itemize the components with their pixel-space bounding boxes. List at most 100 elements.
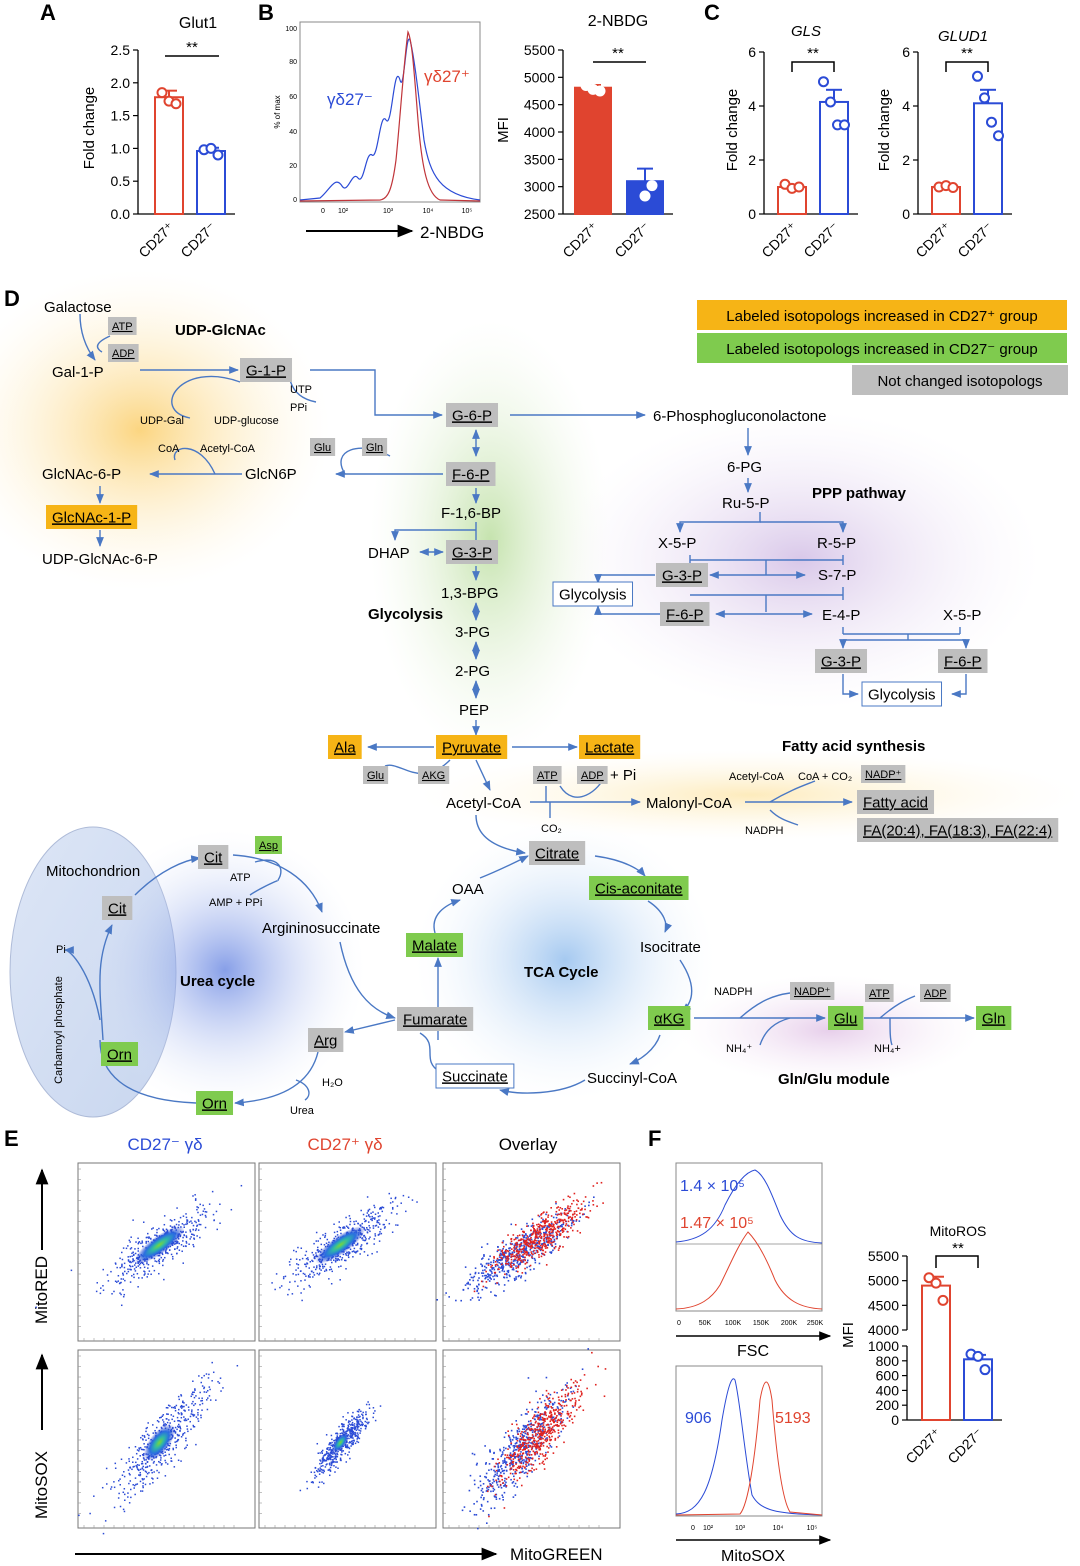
scatter-dot [211, 1361, 213, 1364]
scatter-dot [512, 1460, 515, 1463]
hist-y-tick: 80 [289, 59, 297, 66]
scatter-dot [543, 1220, 545, 1223]
scatter-dot [526, 1442, 528, 1445]
scatter-dot [519, 1471, 522, 1474]
scatter-dot [197, 1414, 199, 1416]
scatter-dot [550, 1243, 552, 1246]
scatter-dot [512, 1262, 515, 1265]
scatter-dot [367, 1221, 370, 1223]
scatter-dot [194, 1194, 196, 1196]
scatter-dot [540, 1232, 542, 1235]
scatter-dot [308, 1284, 310, 1287]
scatter-dot [201, 1376, 203, 1379]
scatter-dot [485, 1490, 488, 1492]
scatter-dot [168, 1444, 171, 1447]
scatter-dot [510, 1461, 512, 1464]
scatter-dot [483, 1255, 485, 1257]
scatter-dot [584, 1208, 586, 1211]
scatter-dot [135, 1483, 137, 1486]
scatter-dot [555, 1446, 558, 1448]
scatter-dot [318, 1268, 321, 1270]
scatter-dot [134, 1493, 136, 1496]
scatter-dot [514, 1223, 517, 1226]
scatter-dot [526, 1252, 528, 1255]
metabolite-box [446, 540, 499, 564]
scatter-dot [556, 1391, 558, 1394]
metabolite-box-label: ATP [869, 988, 890, 1000]
scatter-dot [337, 1257, 339, 1260]
scatter-dot [498, 1256, 501, 1258]
scatter-dot [325, 1268, 327, 1271]
scatter-dot [545, 1414, 547, 1417]
scatter-dot [136, 1449, 139, 1451]
scatter-dot [533, 1451, 536, 1454]
y-tick-label: 4500 [868, 1297, 899, 1313]
scatter-dot [520, 1446, 522, 1448]
scatter-dot [528, 1458, 530, 1461]
scatter-dot [127, 1245, 129, 1247]
scatter-dot [488, 1469, 490, 1471]
scatter-dot [540, 1401, 543, 1404]
scatter-dot [200, 1381, 203, 1384]
scatter-dot [190, 1395, 193, 1398]
scatter-dot [522, 1434, 524, 1437]
scatter-dot [535, 1243, 538, 1246]
scatter-dot [528, 1265, 531, 1268]
scatter-dot [136, 1483, 139, 1485]
scatter-dot [520, 1462, 523, 1465]
scatter-dot [487, 1275, 490, 1277]
scatter-dot [120, 1304, 123, 1307]
scatter-dot [518, 1234, 521, 1237]
scatter-dot [131, 1255, 133, 1257]
x-tick-label: CD27⁻ [177, 219, 219, 261]
scatter-dot [317, 1452, 320, 1454]
fsc-pos-value: 1.47 × 10⁵ [680, 1215, 754, 1232]
scatter-dot [99, 1292, 102, 1295]
scatter-dot [186, 1428, 189, 1430]
scatter-dot [306, 1262, 308, 1264]
scatter-dot [556, 1230, 559, 1232]
scatter-dot [340, 1453, 342, 1456]
scatter-dot [348, 1420, 350, 1422]
scatter-dot [555, 1408, 558, 1411]
scatter-dot [517, 1265, 520, 1267]
scatter-dot [575, 1220, 578, 1222]
scatter-dot [536, 1440, 538, 1443]
scatter-dot [575, 1400, 577, 1402]
scatter-dot [332, 1461, 334, 1464]
scatter-dot [192, 1229, 195, 1231]
scatter-dot [510, 1261, 513, 1264]
scatter-dot [497, 1465, 499, 1467]
scatter-dot [505, 1469, 508, 1472]
y-tick-label: 0 [748, 206, 756, 222]
scatter-dot [539, 1415, 542, 1417]
scatter-dot [117, 1497, 120, 1499]
scatter-dot [368, 1238, 370, 1240]
scatter-dot [544, 1232, 546, 1234]
scatter-dot [480, 1503, 483, 1506]
scatter-dot [167, 1252, 169, 1255]
scatter-dot [351, 1421, 354, 1424]
scatter-dot [481, 1288, 484, 1291]
scatter-dot [525, 1468, 527, 1470]
scatter-dot [480, 1263, 482, 1265]
scatter-dot [169, 1219, 172, 1221]
scatter-dot [540, 1237, 542, 1239]
scatter-dot [541, 1245, 544, 1248]
scatter-dot [193, 1245, 195, 1248]
metabolite-label: Malonyl-CoA [646, 795, 732, 812]
scatter-dot [525, 1247, 528, 1250]
scatter-dot [143, 1435, 146, 1437]
scatter-dot [124, 1279, 126, 1282]
scatter-dot [128, 1460, 131, 1463]
scatter-dot [138, 1448, 141, 1450]
scatter-dot [554, 1424, 557, 1426]
scatter-dot [374, 1213, 377, 1215]
scatter-dot [372, 1225, 375, 1227]
scatter-dot [521, 1457, 523, 1460]
scatter-dot [145, 1430, 147, 1433]
scatter-dot [514, 1248, 516, 1251]
metabolite-box [46, 505, 138, 529]
scatter-dot [374, 1225, 377, 1227]
scatter-dot [158, 1254, 161, 1257]
